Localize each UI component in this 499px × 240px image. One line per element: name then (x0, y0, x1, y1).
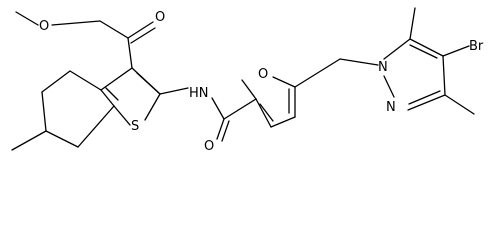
bond (69, 70, 102, 91)
bond (15, 11, 39, 26)
bond (409, 7, 416, 40)
bond (41, 91, 47, 132)
bond (221, 120, 230, 142)
bond (409, 44, 438, 59)
bond (259, 103, 274, 122)
bond (255, 98, 272, 128)
bond (100, 89, 115, 107)
molecule-drawing: O O S HN O O N N Br (11, 7, 484, 154)
bond (127, 37, 133, 69)
bond (41, 70, 71, 93)
bond (77, 105, 115, 148)
bond (407, 94, 446, 111)
bond (442, 45, 470, 57)
bond (136, 72, 161, 95)
furan-oxygen-label: O (258, 67, 268, 82)
bond (113, 105, 131, 126)
pyrazole-n2-label: N (386, 100, 396, 115)
bond (45, 130, 79, 148)
bromine-label: Br (469, 39, 484, 54)
bond (127, 21, 154, 39)
bond (144, 93, 161, 121)
bond (272, 76, 296, 88)
bond (11, 130, 47, 151)
bond (383, 75, 395, 98)
bond (99, 20, 129, 39)
amide-oxygen-label: O (204, 139, 214, 154)
bond (211, 97, 225, 120)
bond (442, 55, 446, 96)
structure-diagram: O O S HN O O N N Br (11, 7, 484, 154)
bond (339, 58, 379, 66)
bond (100, 67, 133, 91)
bond (408, 90, 441, 105)
bond (130, 27, 156, 44)
pyrazole-n1-label: N (378, 60, 388, 75)
bond (241, 79, 257, 100)
bond (270, 116, 296, 128)
bond (51, 20, 101, 26)
thiophene-sulfur-label: S (131, 119, 139, 134)
bond (105, 87, 119, 101)
ester-ether-oxygen-label: O (39, 19, 49, 34)
bond (294, 58, 341, 88)
bond (159, 87, 189, 95)
bond (409, 38, 444, 57)
bond (216, 118, 225, 140)
amide-nitrogen-label: HN (189, 86, 209, 101)
bond (383, 38, 411, 60)
bond (223, 98, 257, 120)
ester-carbonyl-oxygen-label: O (155, 10, 165, 25)
bond (444, 94, 475, 115)
